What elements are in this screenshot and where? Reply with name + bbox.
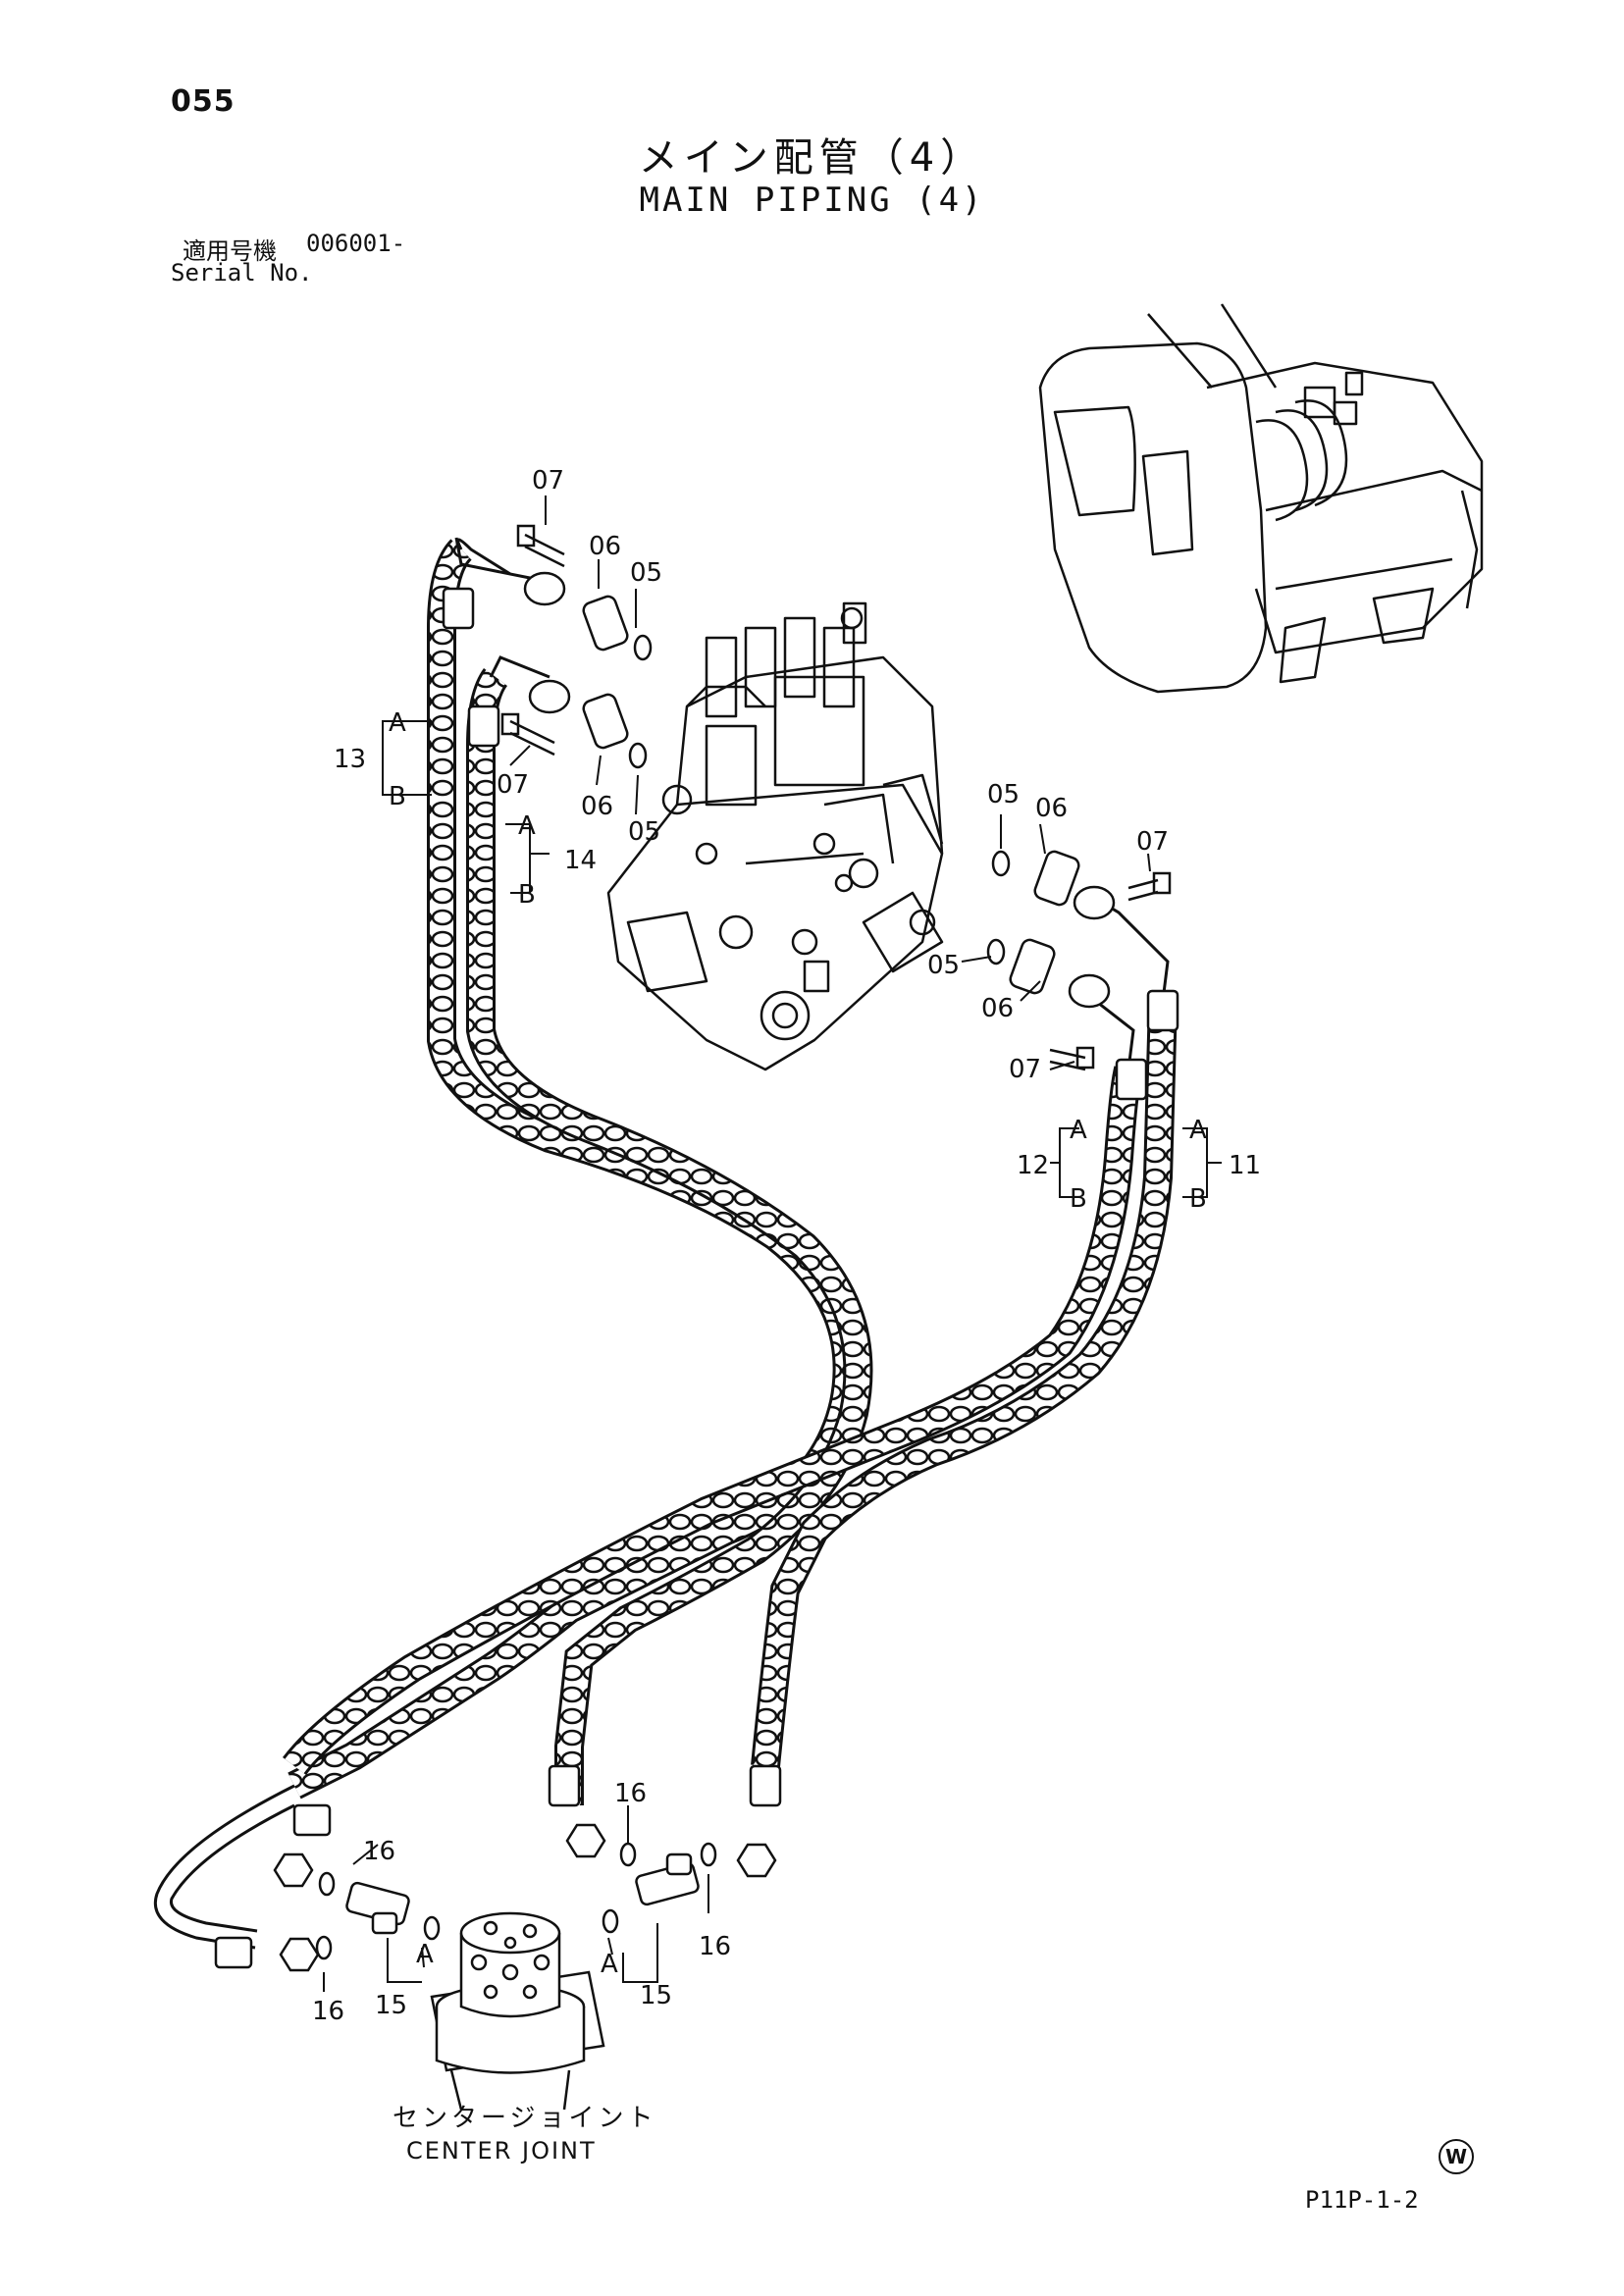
callout-13: 13: [334, 745, 366, 774]
hose-assembly-14: [466, 668, 873, 1805]
flanges: [582, 595, 1080, 995]
callout-14: 14: [564, 846, 597, 875]
callout-06: 06: [581, 792, 613, 821]
callout-12: 12: [1017, 1151, 1049, 1180]
callout-11: 11: [1229, 1151, 1261, 1180]
callout-a: A: [1070, 1116, 1087, 1145]
serial-label-en: Serial No.: [171, 259, 313, 287]
page-title-jp: メイン配管（4）: [638, 135, 986, 181]
callout-05: 05: [927, 951, 960, 980]
callouts: 07 06 05 07 06 05 05 06 07 05 06 07 13 A…: [312, 466, 1261, 2026]
callout-b: B: [1189, 1184, 1207, 1214]
callout-16: 16: [312, 1997, 344, 2026]
callout-a: A: [416, 1940, 434, 1969]
bolts: [500, 524, 1172, 1071]
callout-a: A: [601, 1950, 618, 1979]
callout-16: 16: [614, 1779, 647, 1808]
callout-a: A: [389, 708, 406, 738]
callout-07: 07: [1136, 827, 1169, 857]
page-title-en: MAIN PIPING (4): [639, 181, 985, 220]
hose-assembly-12: [283, 1066, 1143, 1776]
callout-05: 05: [987, 780, 1020, 809]
callout-15: 15: [640, 1981, 672, 2010]
control-valve: [606, 601, 944, 1071]
callout-a: A: [518, 811, 536, 841]
center-joint-label-jp: センタージョイント: [393, 2104, 657, 2133]
hose-fittings: [214, 571, 1179, 1972]
callout-06: 06: [589, 532, 621, 561]
callout-05: 05: [628, 817, 660, 847]
hose-assembly-13: [288, 539, 863, 1800]
callout-b: B: [518, 880, 536, 910]
callout-07: 07: [532, 466, 564, 496]
callout-b: B: [389, 782, 406, 811]
callout-15: 15: [375, 1991, 407, 2020]
callout-b: B: [1070, 1184, 1087, 1214]
callout-16: 16: [363, 1837, 395, 1866]
callout-05: 05: [630, 558, 662, 588]
callout-06: 06: [1035, 794, 1068, 823]
callout-16: 16: [699, 1932, 731, 1961]
serial-label-jp: 適用号機: [183, 237, 277, 265]
callout-a: A: [1189, 1116, 1207, 1145]
serial-value: 006001-: [306, 230, 406, 257]
excavator-thumbnail: [1038, 303, 1484, 694]
page-number: 055: [171, 84, 236, 119]
swivel-tees: [345, 1852, 700, 1935]
callout-06: 06: [981, 994, 1014, 1023]
figure-code: P11P-1-2: [1305, 2186, 1419, 2214]
callout-07: 07: [497, 770, 529, 800]
o-rings: [315, 634, 1011, 1960]
hose-tails: [154, 537, 1170, 1950]
hose-assembly-11: [751, 1000, 1178, 1768]
center-joint-label-en: CENTER JOINT: [406, 2137, 597, 2165]
w-mark: W: [1439, 2139, 1474, 2174]
leader-lines: [323, 496, 1222, 1992]
callout-07: 07: [1009, 1055, 1041, 1084]
center-joint: [430, 1911, 605, 2111]
